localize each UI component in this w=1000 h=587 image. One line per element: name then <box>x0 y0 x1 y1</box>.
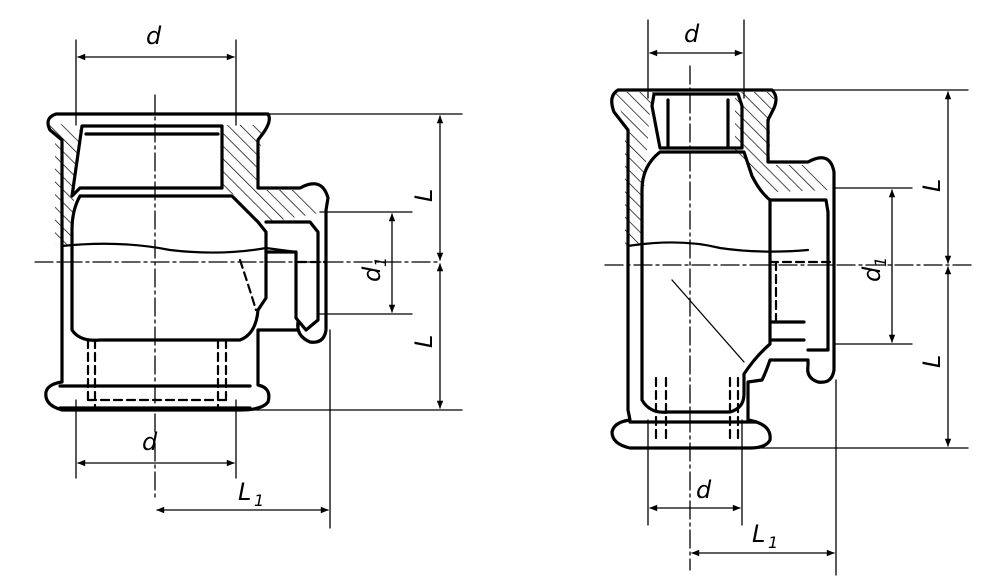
label-d-bottom: d <box>142 428 158 456</box>
branch-thread-r <box>770 320 806 342</box>
label-L1: L <box>238 478 251 506</box>
label-L1-sub: 1 <box>254 491 264 510</box>
label-d-top: d <box>146 22 162 50</box>
label-d1-r: d <box>858 266 886 282</box>
hidden-branch-lines <box>238 258 328 312</box>
branch-socket-r <box>768 198 830 352</box>
label-d1: d <box>358 266 386 282</box>
figure-right-tee: d d L L d 1 L 1 <box>604 19 976 576</box>
body-outline <box>44 112 330 412</box>
body-outline-r <box>610 88 836 450</box>
top-socket <box>70 124 224 198</box>
top-right-wall-hatch <box>222 125 325 222</box>
label-d1-sub: 1 <box>371 257 390 267</box>
top-socket-inner-r <box>666 98 730 148</box>
label-L-upper: L <box>410 189 438 202</box>
parting-line <box>60 242 298 254</box>
top-wall-hatch-r <box>735 92 832 192</box>
label-d-top-r: d <box>684 20 700 48</box>
inner-chamber-r <box>640 150 772 414</box>
leader-line-r <box>671 279 745 363</box>
branch-socket <box>264 220 320 332</box>
label-L1-sub-r: 1 <box>768 533 778 552</box>
label-L-lower-r: L <box>918 355 946 368</box>
parting-line-r <box>626 241 810 253</box>
inner-chamber <box>70 194 268 342</box>
hidden-lines-r <box>654 260 836 442</box>
label-d1-sub-r: 1 <box>871 257 890 267</box>
label-L1-r: L <box>752 520 765 548</box>
label-L-upper-r: L <box>918 179 946 192</box>
top-socket-r <box>650 92 744 150</box>
hidden-lines-left <box>86 338 228 410</box>
label-d-bottom-r: d <box>696 476 712 504</box>
left-wall-hatch-r <box>612 92 654 245</box>
label-L-lower: L <box>410 335 438 348</box>
figure-left-tee: d d L L d 1 L 1 <box>34 22 463 529</box>
